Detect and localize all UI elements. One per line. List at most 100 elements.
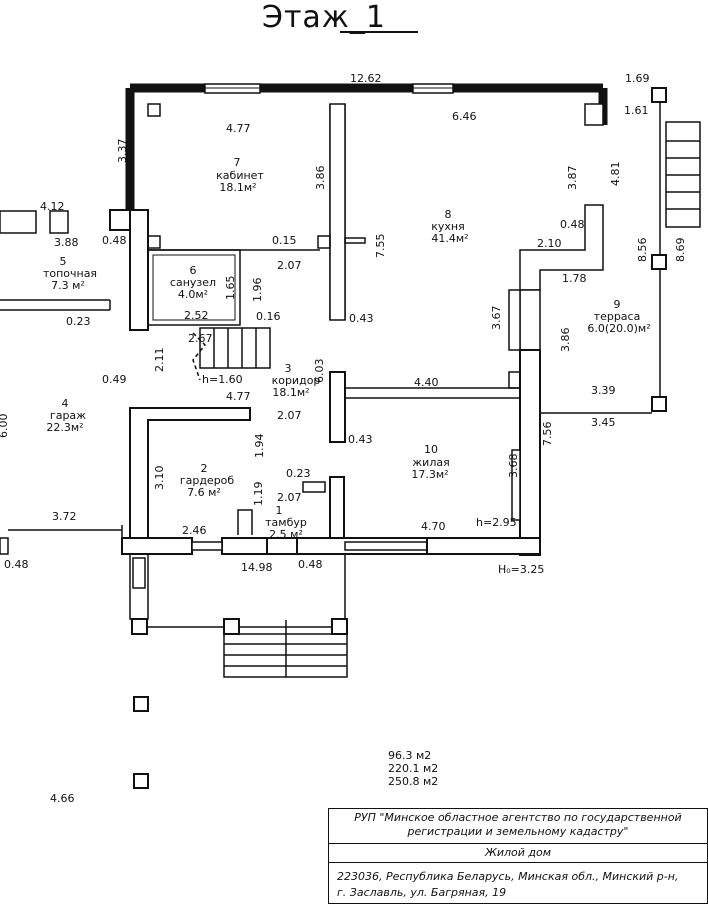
room-area: 4.0м²	[178, 288, 208, 301]
dimension-label: 3.86	[314, 166, 327, 191]
organization-line-2: регистрации и земельному кадастру"	[407, 825, 629, 838]
dimension-label: 4.66	[50, 792, 75, 805]
dimension-label: 1.19	[252, 482, 265, 507]
dimension-labels: 12.62 1.69 1.61 6.46 4.77 3.37 3.86 3.87…	[0, 72, 687, 805]
dimension-label: 2.46	[182, 524, 207, 537]
dimension-label: 1.94	[253, 434, 266, 459]
dimension-label: 0.48	[102, 234, 127, 247]
dimension-label: 2.07	[277, 259, 302, 272]
room-num: 3	[285, 362, 292, 375]
dimension-label: 0.48	[4, 558, 29, 571]
dimension-label: 4.12	[40, 200, 65, 213]
dimension-label: 1.96	[251, 278, 264, 303]
dimension-label: 0.16	[256, 310, 281, 323]
dimension-label: 0.23	[286, 467, 311, 480]
dimension-label: 0.48	[298, 558, 323, 571]
dimension-label: 1.69	[625, 72, 650, 85]
dimension-label: 0.23	[66, 315, 91, 328]
dimension-label: 2.52	[184, 309, 209, 322]
address: 223036, Республика Беларусь, Минская обл…	[329, 863, 707, 903]
address-line-2: г. Заславль, ул. Багряная, 19	[337, 886, 507, 899]
dimension-label: 0.15	[272, 234, 297, 247]
dimension-label: 3.87	[566, 166, 579, 191]
dimension-label: 6.00	[0, 414, 10, 439]
dimension-label: 3.68	[507, 454, 520, 479]
room-name: топочная	[43, 267, 97, 280]
room-num: 7	[234, 156, 241, 169]
area-total-2: 220.1 м2	[388, 762, 439, 775]
dimension-label: h=2.95	[476, 516, 517, 529]
room-num: 8	[445, 208, 452, 221]
room-name: гараж	[50, 409, 86, 422]
dimension-label: 4.70	[421, 520, 446, 533]
room-area: 17.3м²	[411, 468, 448, 481]
dimension-label: 14.98	[241, 561, 273, 574]
dimension-label: 4.77	[226, 122, 251, 135]
dimension-label: 0.48	[560, 218, 585, 231]
room-area: 6.0(20.0)м²	[587, 322, 650, 335]
wall-top	[125, 83, 608, 230]
room-area: 22.3м²	[46, 421, 83, 434]
area-total-1: 96.3 м2	[388, 749, 432, 762]
room-num: 5	[60, 255, 67, 268]
area-summary: 96.3 м2 220.1 м2 250.8 м2	[388, 749, 438, 788]
dimension-label: 1.78	[562, 272, 587, 285]
dimension-label: 3.86	[559, 328, 572, 353]
dimension-label: 0.49	[102, 373, 127, 386]
dimension-label: 2.10	[537, 237, 562, 250]
dimension-label: 6.03	[313, 359, 326, 384]
dimension-label: 2.67	[188, 332, 213, 345]
room-area: 2.5 м²	[269, 528, 303, 541]
area-total-3: 250.8 м2	[388, 775, 439, 788]
room-area: 18.1м²	[272, 386, 309, 399]
room-num: 6	[190, 264, 197, 277]
dimension-label: 1.65	[224, 276, 237, 301]
room-name: жилая	[412, 456, 449, 469]
dimension-label: 4.81	[609, 162, 622, 187]
room-labels: 7 кабинет 18.1м² 8 кухня 41.4м² 6 санузе…	[43, 156, 651, 541]
room-name: тамбур	[265, 516, 307, 529]
room-name: кабинет	[216, 169, 264, 182]
room-area: 18.1м²	[219, 181, 256, 194]
dimension-label: 1.61	[624, 104, 649, 117]
floor-title: Этаж_1	[262, 0, 386, 35]
dimension-label: 8.56	[636, 238, 649, 263]
dimension-label: 0.43	[348, 433, 373, 446]
dimension-label: 3.10	[153, 466, 166, 491]
room-num: 2	[201, 462, 208, 475]
organization-line-1: РУП "Минское областное агентство по госу…	[354, 811, 682, 824]
dimension-label: 7.56	[541, 422, 554, 447]
room-area: 41.4м²	[431, 232, 468, 245]
dimension-label: 3.67	[490, 306, 503, 331]
room-name: санузел	[170, 276, 216, 289]
room-name: гардероб	[180, 474, 235, 487]
room-name: кухня	[431, 220, 464, 233]
dimension-label: 7.55	[374, 234, 387, 259]
dimension-label: 2.07	[277, 491, 302, 504]
dimension-label: 6.46	[452, 110, 477, 123]
dimension-label: 12.62	[350, 72, 382, 85]
dimension-label: 0.43	[349, 312, 374, 325]
dimension-label: 3.39	[591, 384, 616, 397]
room-area: 7.3 м²	[51, 279, 85, 292]
room-name: коридор	[272, 374, 321, 387]
dimension-label: 3.37	[116, 139, 129, 164]
room-area: 7.6 м²	[187, 486, 221, 499]
room-num: 10	[424, 443, 438, 456]
building-type: Жилой дом	[329, 844, 707, 863]
title-block: РУП "Минское областное агентство по госу…	[328, 808, 708, 904]
dimension-label: 3.88	[54, 236, 79, 249]
dimension-label: 4.77	[226, 390, 251, 403]
organization: РУП "Минское областное агентство по госу…	[329, 809, 707, 844]
dimension-label: 2.07	[277, 409, 302, 422]
room-num: 1	[276, 504, 283, 517]
address-line-1: 223036, Республика Беларусь, Минская обл…	[337, 870, 679, 883]
dimension-label: h=1.60	[202, 373, 243, 386]
dimension-label: 4.40	[414, 376, 439, 389]
title-underline	[340, 31, 418, 33]
dimension-label: 3.45	[591, 416, 616, 429]
dimension-label: 8.69	[674, 238, 687, 263]
room-num: 9	[614, 298, 621, 311]
dimension-label: Н₀=3.25	[498, 563, 544, 576]
